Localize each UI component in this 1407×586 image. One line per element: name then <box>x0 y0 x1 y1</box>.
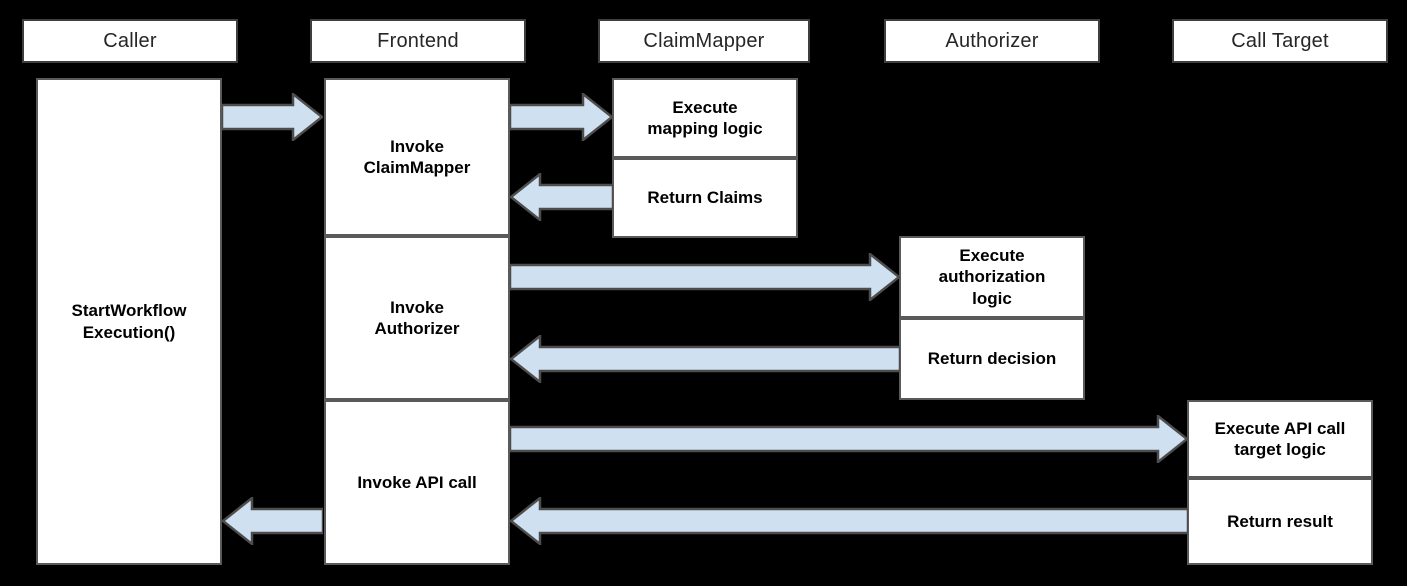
activation-label: Execute authorization logic <box>938 246 1046 308</box>
activation-az-return: Return decision <box>899 318 1085 400</box>
activation-frontend-claim: Invoke ClaimMapper <box>324 78 510 236</box>
arrow-frontend-to-claimmapper <box>510 93 613 141</box>
activation-label: Execute mapping logic <box>647 97 763 138</box>
arrow-frontend-to-calltarget <box>510 415 1188 463</box>
lane-header-frontend: Frontend <box>310 19 526 63</box>
activation-ct-return: Return result <box>1187 478 1373 565</box>
activation-caller-start: StartWorkflow Execution() <box>36 78 222 565</box>
arrow-calltarget-to-frontend <box>510 497 1188 545</box>
arrow-frontend-to-caller <box>222 497 323 545</box>
activation-label: Execute API call target logic <box>1214 418 1346 459</box>
lane-header-calltarget: Call Target <box>1172 19 1388 63</box>
activation-frontend-authorizer: Invoke Authorizer <box>324 236 510 400</box>
activation-label: Return Claims <box>647 188 763 208</box>
activation-cm-execute: Execute mapping logic <box>612 78 798 158</box>
activation-ct-execute: Execute API call target logic <box>1187 400 1373 478</box>
activation-label: Invoke API call <box>357 472 477 492</box>
activation-cm-return: Return Claims <box>612 158 798 238</box>
arrow-caller-to-frontend <box>222 93 323 141</box>
activation-az-execute: Execute authorization logic <box>899 236 1085 318</box>
activation-label: Invoke ClaimMapper <box>363 136 471 177</box>
activation-label: Return result <box>1227 511 1333 531</box>
activation-label: StartWorkflow Execution() <box>71 301 187 342</box>
lane-header-caller: Caller <box>22 19 238 63</box>
activation-label: Return decision <box>927 349 1057 369</box>
lane-header-authorizer: Authorizer <box>884 19 1100 63</box>
activation-label: Invoke Authorizer <box>374 297 460 338</box>
lane-header-claimmapper: ClaimMapper <box>598 19 810 63</box>
arrow-authorizer-to-frontend <box>510 335 900 383</box>
arrow-frontend-to-authorizer <box>510 253 900 301</box>
arrow-claimmapper-to-frontend <box>510 173 613 221</box>
activation-frontend-api: Invoke API call <box>324 400 510 565</box>
